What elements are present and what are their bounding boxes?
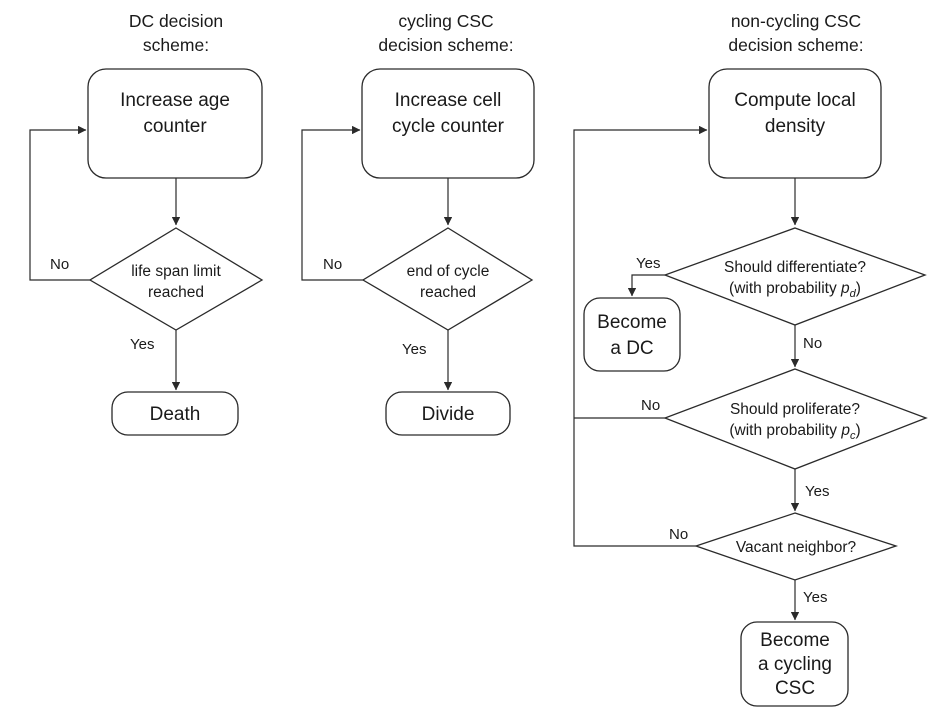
become-dc-text-line-1: Become <box>597 312 667 333</box>
dc-no-loop-arrow <box>29 125 90 281</box>
become-cycling-csc-text-line-3: CSC <box>775 678 815 699</box>
cycling-process-text-line-1: Increase cell <box>395 90 502 111</box>
cycling-scheme: cycling CSC decision scheme: Increase ce… <box>301 11 535 436</box>
cycling-terminal-box <box>385 391 511 436</box>
become-dc-box <box>583 297 681 372</box>
dc-yes-label: Yes <box>130 336 154 353</box>
noncycling-scheme-title-line-1: non-cycling CSC <box>731 11 861 31</box>
become-dc-text-line-2: a DC <box>610 338 653 359</box>
proliferate-probability-text: (with probability pc) <box>729 422 860 442</box>
dc-process-text-line-2: counter <box>143 116 207 137</box>
dc-scheme-title-line-1: DC decision <box>129 11 223 31</box>
differentiate-no-label: No <box>803 335 822 352</box>
dc-decision-text-line-1: life span limit <box>131 263 221 280</box>
proliferate-decision-diamond <box>663 368 928 470</box>
proliferate-yes-label: Yes <box>805 483 829 500</box>
cycling-no-loop-arrow <box>301 125 363 281</box>
noncycling-scheme-title-line-2: decision scheme: <box>728 35 863 55</box>
cycling-no-label: No <box>323 256 342 273</box>
noncycling-scheme: non-cycling CSC decision scheme: Compute… <box>573 11 928 707</box>
proliferate-no-label: No <box>641 397 660 414</box>
noncycling-process-text-line-2: density <box>765 116 826 137</box>
vacant-yes-label: Yes <box>803 589 827 606</box>
dc-terminal-box <box>111 391 239 436</box>
dc-no-label: No <box>50 256 69 273</box>
differentiate-decision-diamond <box>663 227 927 326</box>
cycling-yes-label: Yes <box>402 341 426 358</box>
differentiate-probability-text: (with probability pd) <box>729 280 861 300</box>
become-cycling-csc-text-line-2: a cycling <box>758 654 832 675</box>
vacant-question-text: Vacant neighbor? <box>736 539 857 556</box>
cycling-process-text-line-2: cycle counter <box>392 116 505 137</box>
vacant-no-loop-arrow <box>573 125 708 547</box>
dc-scheme-title-line-2: scheme: <box>143 35 209 55</box>
noncycling-process-text-line-1: Compute local <box>734 90 855 111</box>
cycling-scheme-title-line-2: decision scheme: <box>378 35 513 55</box>
dc-decision-text-line-2: reached <box>148 284 204 301</box>
cycling-scheme-title-line-1: cycling CSC <box>398 11 493 31</box>
proliferate-question-text: Should proliferate? <box>730 401 860 418</box>
dc-process-box <box>87 68 263 179</box>
dc-process-text-line-1: Increase age <box>120 90 230 111</box>
dc-terminal-text: Death <box>150 404 201 425</box>
differentiate-question-text: Should differentiate? <box>724 259 866 276</box>
cycling-decision-text-line-1: end of cycle <box>407 263 490 280</box>
cycling-terminal-text: Divide <box>422 404 475 425</box>
cycling-decision-text-line-2: reached <box>420 284 476 301</box>
become-cycling-csc-box <box>740 621 849 707</box>
dc-scheme: DC decision scheme: Increase age counter… <box>29 11 264 436</box>
differentiate-yes-arrow <box>627 274 665 297</box>
vacant-no-label: No <box>669 526 688 543</box>
differentiate-yes-label: Yes <box>636 255 660 272</box>
become-cycling-csc-text-line-1: Become <box>760 630 830 651</box>
